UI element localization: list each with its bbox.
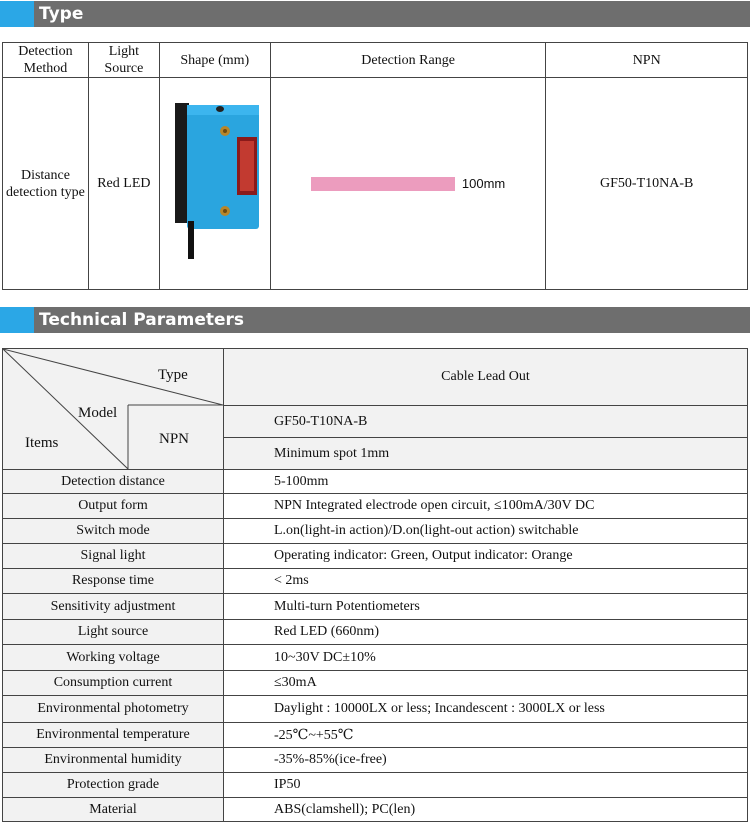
spec-value: -35%-85%(ice-free) [223, 747, 748, 773]
spec-value: -25℃~+55℃ [223, 722, 748, 748]
type-value: Cable Lead Out [223, 348, 748, 406]
spec-value: 5-100mm [223, 469, 748, 494]
spec-label: Material [2, 797, 224, 822]
range-bar [310, 176, 455, 191]
spec-label: Output form [2, 493, 224, 519]
spec-value: ≤30mA [223, 670, 748, 696]
spec-value: Multi-turn Potentiometers [223, 593, 748, 620]
spec-value: < 2ms [223, 568, 748, 594]
spec-label: Environmental humidity [2, 747, 224, 773]
spec-label: Environmental temperature [2, 722, 224, 748]
corner-diagonals [3, 349, 223, 469]
spec-label: Switch mode [2, 518, 224, 544]
cell-light-source: Red LED [87, 77, 160, 290]
sensor-image [174, 103, 259, 259]
corner-cell: Type Model Items NPN [2, 348, 224, 470]
header-light-source: Light Source [87, 42, 160, 78]
spec-label: Working voltage [2, 644, 224, 671]
spec-row: Environmental temperature-25℃~+55℃ [2, 722, 748, 748]
spec-value: ABS(clamshell); PC(len) [223, 797, 748, 822]
corner-type-label: Type [158, 367, 188, 383]
section-accent [0, 307, 34, 333]
section-title: Technical Parameters [39, 310, 245, 330]
tech-section-header: Technical Parameters [0, 307, 750, 333]
range-label: 100mm [461, 176, 506, 192]
header-npn: NPN [545, 42, 748, 78]
spec-label: Signal light [2, 543, 224, 569]
spot-value: Minimum spot 1mm [223, 437, 748, 470]
spec-label: Sensitivity adjustment [2, 593, 224, 620]
spec-row: Response time< 2ms [2, 568, 748, 594]
header-detection-method: Detection Method [2, 42, 89, 78]
corner-model-label: Model [78, 405, 118, 421]
header-shape: Shape (mm) [158, 42, 271, 78]
npn-label: NPN [159, 431, 190, 447]
spec-label: Environmental photometry [2, 695, 224, 723]
tech-table: Type Model Items NPN Cable Lead Out GF50… [2, 348, 748, 822]
corner-items-label: Items [25, 435, 59, 451]
spec-label: Detection distance [2, 469, 224, 494]
cell-npn-model: GF50-T10NA-B [545, 77, 748, 290]
cell-shape [158, 77, 271, 290]
spec-row: Environmental humidity-35%-85%(ice-free) [2, 747, 748, 773]
spec-value: L.on(light-in action)/D.on(light-out act… [223, 518, 748, 544]
spec-value: 10~30V DC±10% [223, 644, 748, 671]
cell-detection-range: 100mm [269, 77, 547, 290]
spec-value: NPN Integrated electrode open circuit, ≤… [223, 493, 748, 519]
spec-label: Protection grade [2, 772, 224, 798]
spec-row: Consumption current≤30mA [2, 670, 748, 696]
type-section-header: Type [0, 1, 750, 27]
model-value: GF50-T10NA-B [223, 405, 748, 438]
spec-value: IP50 [223, 772, 748, 798]
spec-value: Operating indicator: Green, Output indic… [223, 543, 748, 569]
spec-value: Daylight : 10000LX or less; Incandescent… [223, 695, 748, 723]
spec-label: Response time [2, 568, 224, 594]
cell-detection-method: Distance detection type [2, 77, 89, 290]
type-table: Detection Method Light Source Shape (mm)… [2, 42, 748, 290]
spec-label: Consumption current [2, 670, 224, 696]
section-title: Type [39, 4, 84, 24]
spec-label: Light source [2, 619, 224, 645]
spec-value: Red LED (660nm) [223, 619, 748, 645]
section-accent [0, 1, 34, 27]
header-detection-range: Detection Range [269, 42, 547, 78]
